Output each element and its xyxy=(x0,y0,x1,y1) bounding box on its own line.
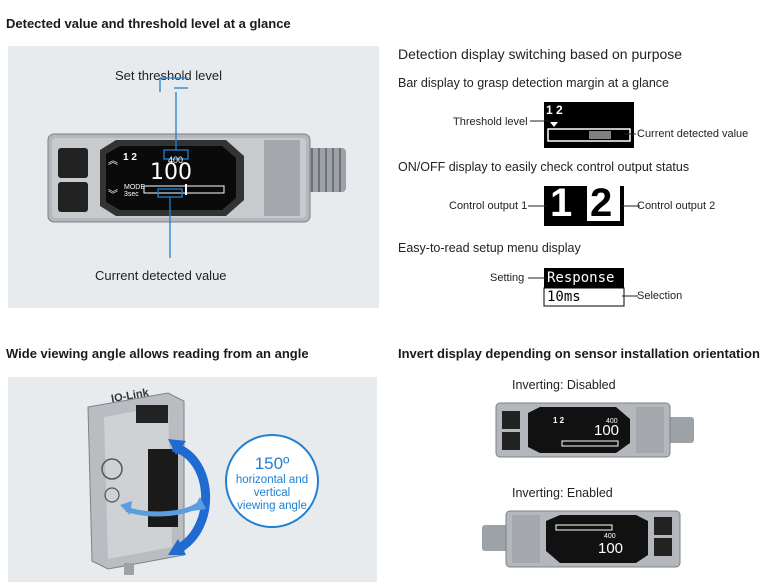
label-selection: Selection xyxy=(637,290,683,302)
title-menu-display: Easy-to-read setup menu display xyxy=(398,241,581,255)
onoff-illustration xyxy=(528,186,640,226)
vertical-arrow-icon xyxy=(171,442,211,553)
sensor-illustration: ︽ ︾ xyxy=(47,77,346,258)
sensor-buttons xyxy=(136,405,168,423)
heading-detected-value: Detected value and threshold level at a … xyxy=(6,16,291,31)
sensor-normal-illustration xyxy=(495,402,694,458)
label-threshold-level: Threshold level xyxy=(453,116,528,128)
heading-invert-display: Invert display depending on sensor insta… xyxy=(398,346,760,361)
connector xyxy=(306,148,346,192)
label-current-value: Current detected value xyxy=(95,268,227,283)
normal-lcd-big: 100 xyxy=(594,422,620,439)
inverted-lcd-small: 400 xyxy=(604,533,616,540)
menu-illustration xyxy=(528,268,638,307)
menu-setting-value: Response xyxy=(547,270,615,286)
title-onoff-display: ON/OFF display to easily check control o… xyxy=(398,160,690,174)
chevron-up-icon: ︽ xyxy=(108,156,118,167)
lcd-small-value: 400 xyxy=(168,155,184,165)
up-button[interactable] xyxy=(58,148,88,178)
inverted-lcd-big: 100 xyxy=(598,540,624,557)
label-current-detected: Current detected value xyxy=(637,128,749,140)
heading-viewing-angle: Wide viewing angle allows reading from a… xyxy=(6,346,309,361)
sensor-inverted-illustration xyxy=(482,510,681,568)
normal-lcd-small: 400 xyxy=(606,418,618,425)
output-2-digit: 2 xyxy=(590,181,613,225)
lcd-big-value: 100 xyxy=(150,160,192,185)
inverted-lcd xyxy=(546,515,648,563)
bar-display-illustration xyxy=(530,102,636,148)
angled-sensor-illustration xyxy=(87,392,319,575)
angle-badge xyxy=(225,434,319,528)
normal-lcd-top: 1 2 xyxy=(553,416,565,425)
angle-text: 150º horizontal and vertical viewing ang… xyxy=(226,454,318,513)
label-set-threshold: Set threshold level xyxy=(115,68,222,83)
menu-selection-value: 10ms xyxy=(547,289,581,305)
output-2-highlight xyxy=(587,181,620,221)
bar-lcd-digits: 1 2 xyxy=(546,103,563,117)
lcd-screen xyxy=(106,146,236,210)
horizontal-arrow-icon xyxy=(125,502,200,517)
angle-line3: viewing angle xyxy=(237,500,307,512)
label-control-output-2: Control output 2 xyxy=(637,200,716,212)
label-inverting-disabled: Inverting: Disabled xyxy=(512,378,616,392)
title-bar-display: Bar display to grasp detection margin at… xyxy=(398,76,669,90)
angle-line2: vertical xyxy=(253,487,291,499)
ul-mark-icon xyxy=(101,458,123,480)
down-button[interactable] xyxy=(58,182,88,212)
angle-degrees: 150º xyxy=(254,454,290,473)
chevron-down-icon: ︾ xyxy=(108,189,118,201)
angle-line1: horizontal and xyxy=(235,474,309,486)
label-control-output-1: Control output 1 xyxy=(449,200,528,212)
lcd-top-digits: 1 2 xyxy=(123,152,137,163)
heading-display-switching: Detection display switching based on pur… xyxy=(398,46,683,62)
label-setting: Setting xyxy=(490,272,525,284)
label-inverting-enabled: Inverting: Enabled xyxy=(512,486,613,500)
output-1-digit: 1 xyxy=(550,181,573,225)
